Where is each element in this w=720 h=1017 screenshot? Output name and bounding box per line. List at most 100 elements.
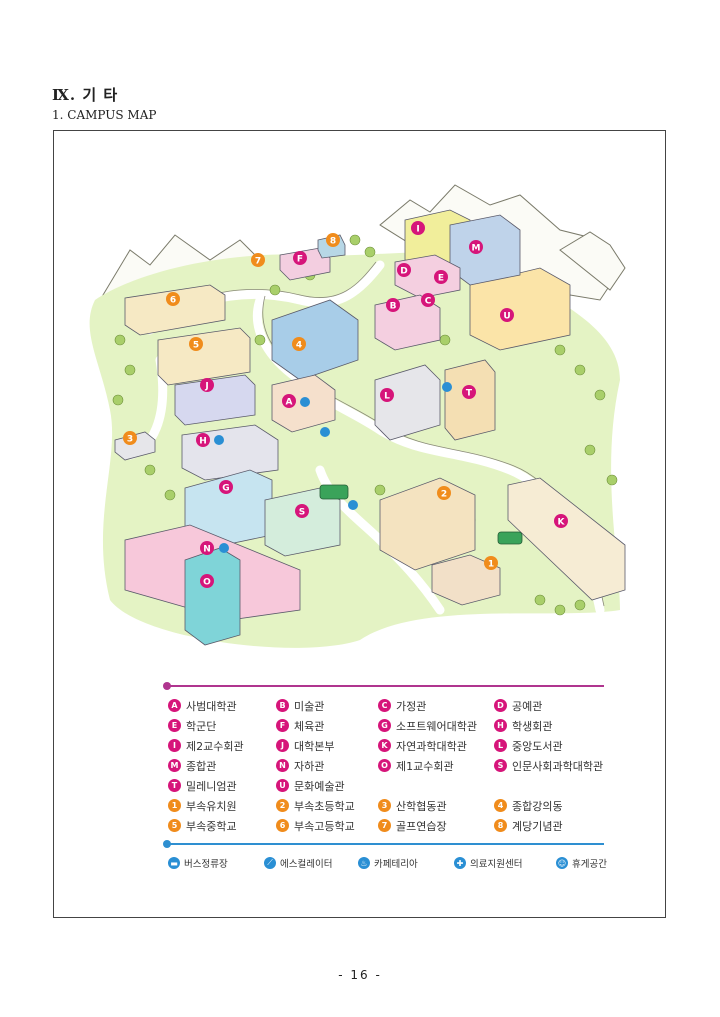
legend-label: 골프연습장 (396, 819, 447, 833)
legend-label: 부속초등학교 (294, 799, 355, 813)
legend-label: 대학본부 (294, 739, 335, 753)
legend-badge: N (276, 759, 289, 772)
map-amenity-icons (214, 382, 452, 553)
escalator-icon: ⟋ (264, 857, 276, 869)
legend-badge: J (276, 739, 289, 752)
svg-text:O: O (203, 578, 211, 588)
map-marker-F: F (293, 251, 307, 265)
svg-text:U: U (503, 312, 510, 322)
legend-label: 미술관 (294, 699, 325, 713)
legend-item: D 공예관 (494, 698, 604, 713)
map-marker-B: B (386, 298, 400, 312)
legend-label: 제1교수회관 (396, 759, 454, 773)
legend-divider-top (163, 682, 604, 690)
legend-label: 문화예술관 (294, 779, 345, 793)
legend-label: 제2교수회관 (186, 739, 244, 753)
section-subheading: 1. CAMPUS MAP (52, 108, 157, 122)
svg-text:I: I (416, 225, 419, 235)
svg-text:L: L (384, 392, 390, 402)
map-marker-E: E (434, 270, 448, 284)
legend-item: F 체육관 (276, 718, 378, 733)
legend-facility-item: ♨카페테리아 (358, 856, 418, 870)
map-marker-H: H (196, 433, 210, 447)
svg-text:S: S (299, 508, 305, 518)
medical-icon: ✚ (454, 857, 466, 869)
legend-label: 중앙도서관 (512, 739, 563, 753)
legend-label: 학군단 (186, 719, 217, 733)
legend-item: 1 부속유치원 (168, 798, 276, 813)
legend-item: B 미술관 (276, 698, 378, 713)
legend-badge: O (378, 759, 391, 772)
legend-badge: T (168, 779, 181, 792)
legend-divider-bottom (163, 840, 604, 848)
legend-label: 종합관 (186, 759, 217, 773)
svg-text:2: 2 (441, 490, 447, 500)
svg-text:C: C (425, 297, 432, 307)
legend-badge: 1 (168, 799, 181, 812)
svg-text:T: T (466, 389, 473, 399)
legend-facility-item: ⟋ 에스컬레이터 (264, 856, 332, 870)
map-marker-4: 4 (292, 337, 306, 351)
legend-item: E 학군단 (168, 718, 276, 733)
svg-text:1: 1 (488, 560, 494, 570)
legend-badge: B (276, 699, 289, 712)
legend-badge: E (168, 719, 181, 732)
legend-facility-item: ✚의료지원센터 (454, 856, 522, 870)
legend-badge: 4 (494, 799, 507, 812)
legend-item: A 사범대학관 (168, 698, 276, 713)
legend-badge: A (168, 699, 181, 712)
svg-text:F: F (297, 255, 303, 265)
legend-label: 공예관 (512, 699, 543, 713)
legend-badge: H (494, 719, 507, 732)
map-marker-J: J (200, 378, 214, 392)
svg-text:4: 4 (296, 341, 302, 351)
map-marker-S: S (295, 504, 309, 518)
svg-text:D: D (400, 267, 407, 277)
map-marker-C: C (421, 293, 435, 307)
map-marker-G: G (219, 480, 233, 494)
legend-badge: U (276, 779, 289, 792)
legend-badge: S (494, 759, 507, 772)
legend-label: 체육관 (294, 719, 325, 733)
legend-facility-item: ▬버스정류장 (168, 856, 228, 870)
legend-label: 자연과학대학관 (396, 739, 467, 753)
legend-item: T 밀레니엄관 (168, 778, 276, 793)
legend-label: 사범대학관 (186, 699, 237, 713)
legend-item: K 자연과학대학관 (378, 738, 494, 753)
legend-badge: 8 (494, 819, 507, 832)
svg-text:6: 6 (170, 296, 176, 306)
legend-label: 종합강의동 (512, 799, 563, 813)
legend-label: 부속유치원 (186, 799, 237, 813)
svg-text:H: H (199, 437, 207, 447)
legend-badge: K (378, 739, 391, 752)
map-marker-I: I (411, 221, 425, 235)
svg-text:E: E (438, 274, 444, 284)
map-marker-O: O (200, 574, 214, 588)
legend-empty-cell (494, 778, 604, 793)
map-marker-2: 2 (437, 486, 451, 500)
legend-badge: 5 (168, 819, 181, 832)
map-marker-K: K (554, 514, 568, 528)
legend-facility-label: 휴게공간 (572, 859, 607, 870)
legend-label: 밀레니엄관 (186, 779, 237, 793)
map-marker-U: U (500, 308, 514, 322)
legend-badge: D (494, 699, 507, 712)
legend-facility-label: 카페테리아 (374, 859, 418, 870)
legend-badge: C (378, 699, 391, 712)
legend-item: U 문화예술관 (276, 778, 378, 793)
map-marker-N: N (200, 541, 214, 555)
map-marker-M: M (469, 240, 483, 254)
map-marker-1: 1 (484, 556, 498, 570)
legend-facility-item: ☺휴게공간 (556, 856, 607, 870)
legend-badge: F (276, 719, 289, 732)
legend-facility-label: 에스컬레이터 (280, 859, 333, 870)
